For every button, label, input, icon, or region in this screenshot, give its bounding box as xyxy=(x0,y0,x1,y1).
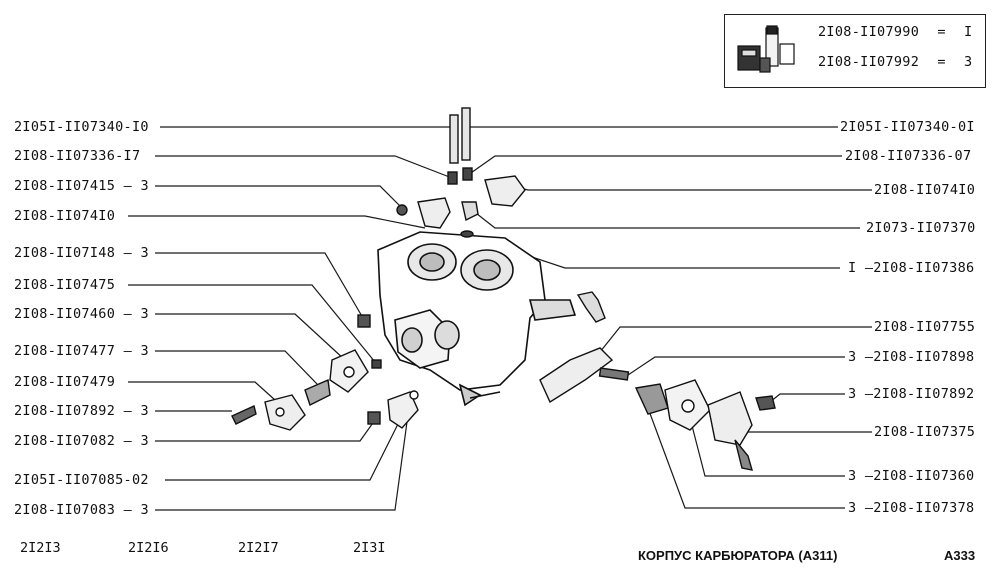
leader-right-2 xyxy=(467,155,842,176)
right-label-5: I —2I08-II07386 xyxy=(848,260,975,276)
leader-left-6 xyxy=(128,284,376,363)
leader-left-7 xyxy=(155,313,346,361)
left-label-3: 2I08-II07415 — 3 xyxy=(14,178,149,194)
leader-right-11 xyxy=(644,399,845,509)
legend-row-2: 2I08-II07992 = 3 xyxy=(818,54,972,70)
leader-left-11 xyxy=(155,419,376,442)
leader-right-1 xyxy=(467,126,838,133)
left-label-5: 2I08-II07I48 — 3 xyxy=(14,245,149,261)
right-label-3: 2I08-II074I0 xyxy=(874,182,976,198)
model-code-1: 2I2I3 xyxy=(20,540,61,556)
legend-equals: = xyxy=(937,24,946,40)
legend-equals: = xyxy=(937,54,946,70)
leader-right-6 xyxy=(599,326,872,353)
left-label-4: 2I08-II074I0 xyxy=(14,208,116,224)
right-label-1: 2I05I-II07340-0I xyxy=(840,119,975,135)
legend-qty: 3 xyxy=(964,54,973,70)
left-label-2: 2I08-II07336-I7 xyxy=(14,148,141,164)
model-code-4: 2I3I xyxy=(353,540,386,556)
leader-right-3 xyxy=(519,187,872,191)
legend-part: 2I08-II07990 xyxy=(818,24,920,40)
leader-left-2 xyxy=(155,155,453,179)
left-label-1: 2I05I-II07340-I0 xyxy=(14,119,149,135)
right-label-7: 3 —2I08-II07898 xyxy=(848,349,975,365)
leader-left-3 xyxy=(155,185,403,209)
leader-left-12 xyxy=(165,419,401,481)
leader-left-13 xyxy=(155,399,411,511)
left-label-8: 2I08-II07477 — 3 xyxy=(14,343,149,359)
model-code-3: 2I2I7 xyxy=(238,540,279,556)
leader-left-8 xyxy=(155,350,319,386)
leader-right-8 xyxy=(769,393,845,403)
model-code-2: 2I2I6 xyxy=(128,540,169,556)
carburetor-body xyxy=(377,231,577,407)
kit-legend-box xyxy=(724,14,986,88)
left-label-13: 2I08-II07083 — 3 xyxy=(14,502,149,518)
leader-left-1 xyxy=(160,126,459,133)
right-label-9: 2I08-II07375 xyxy=(874,424,976,440)
left-label-10: 2I08-II07892 — 3 xyxy=(14,403,149,419)
right-label-8: 3 —2I08-II07892 xyxy=(848,386,975,402)
right-label-6: 2I08-II07755 xyxy=(874,319,976,335)
leader-left-5 xyxy=(155,252,364,319)
leader-right-7 xyxy=(627,356,845,376)
leader-left-4 xyxy=(128,215,426,229)
legend-part: 2I08-II07992 xyxy=(818,54,920,70)
left-label-12: 2I05I-II07085-02 xyxy=(14,472,149,488)
legend-kit-icon xyxy=(737,25,795,73)
right-label-2: 2I08-II07336-07 xyxy=(845,148,972,164)
left-label-6: 2I08-II07475 xyxy=(14,277,116,293)
page-number: А333 xyxy=(944,548,976,563)
leader-left-9 xyxy=(128,381,276,401)
right-label-11: 3 —2I08-II07378 xyxy=(848,500,975,516)
parts-group-left xyxy=(231,314,419,431)
legend-qty: I xyxy=(964,24,973,40)
left-label-7: 2I08-II07460 — 3 xyxy=(14,306,149,322)
legend-row-1: 2I08-II07990 = I xyxy=(818,24,972,40)
right-label-4: 2I073-II07370 xyxy=(866,220,976,236)
left-label-9: 2I08-II07479 xyxy=(14,374,116,390)
leader-right-4 xyxy=(471,209,860,229)
parts-group-top xyxy=(396,107,526,238)
leader-right-10 xyxy=(689,417,845,477)
right-label-10: 3 —2I08-II07360 xyxy=(848,468,975,484)
parts-group-right xyxy=(539,291,776,471)
left-label-11: 2I08-II07082 — 3 xyxy=(14,433,149,449)
page-title: КОРПУС КАРБЮРАТОРА (А311) xyxy=(638,548,838,563)
